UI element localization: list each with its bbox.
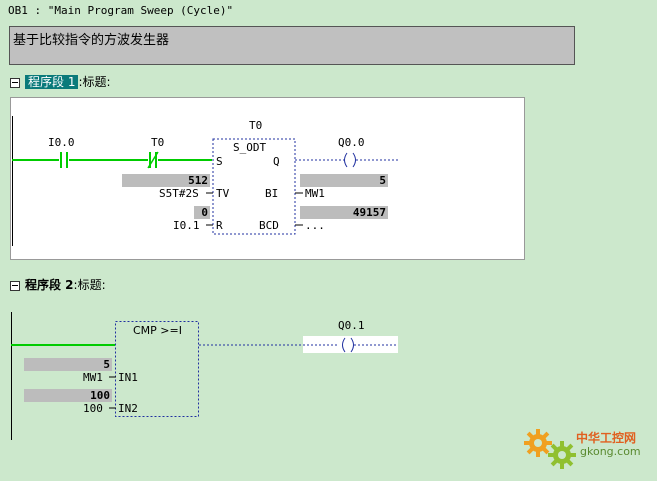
watermark-text: 中华工控网 (576, 431, 637, 445)
collapse-toggle-icon[interactable] (10, 280, 20, 291)
timer-bi-value: 5 (300, 174, 388, 187)
timer-bcd-value: 49157 (300, 206, 388, 219)
timer-pin-q: Q (273, 155, 280, 168)
network-1-wiring (12, 116, 399, 246)
timer-tv-operand[interactable]: S5T#2S (159, 187, 199, 200)
block-comment[interactable]: 基于比较指令的方波发生器 (9, 26, 575, 65)
network-1-panel[interactable]: I0.0 T0 T0 S_ODT S Q TV BI R BCD 512 S5T… (10, 97, 525, 260)
compare-in1-operand[interactable]: MW1 (83, 371, 103, 384)
network-2-title-suffix: :标题: (73, 278, 106, 292)
coil-q00-label[interactable]: Q0.0 (338, 136, 365, 149)
timer-bi-operand[interactable]: MW1 (305, 187, 325, 200)
compare-type: CMP >=I (133, 324, 182, 337)
network-2-header[interactable]: 程序段 2:标题: (10, 276, 106, 293)
timer-pin-s: S (216, 155, 223, 168)
watermark-logo: 中华工控网 gkong.com (520, 425, 650, 470)
timer-tv-value: 512 (122, 174, 210, 187)
block-header-title: OB1 : "Main Program Sweep (Cycle)" (8, 4, 234, 17)
timer-r-value: 0 (194, 206, 210, 219)
compare-in1-value: 5 (24, 358, 112, 371)
timer-pin-bcd: BCD (259, 219, 279, 232)
compare-in2-value: 100 (24, 389, 112, 402)
compare-pin-in2: IN2 (118, 402, 138, 415)
timer-r-operand[interactable]: I0.1 (173, 219, 200, 232)
timer-name[interactable]: T0 (249, 119, 263, 132)
contact-i00-label[interactable]: I0.0 (48, 136, 75, 149)
watermark-domain: gkong.com (580, 445, 641, 458)
timer-type: S_ODT (233, 141, 267, 154)
timer-pin-r: R (216, 219, 223, 232)
gear-icon (524, 429, 576, 469)
network-1-title-suffix: :标题: (78, 75, 111, 89)
timer-pin-bi: BI (265, 187, 279, 200)
network-2-label[interactable]: 程序段 2 (25, 278, 74, 292)
contact-t0-label[interactable]: T0 (151, 136, 165, 149)
compare-pin-in1: IN1 (118, 371, 138, 384)
network-1-label[interactable]: 程序段 1 (25, 75, 79, 89)
timer-bcd-operand[interactable]: ... (305, 219, 325, 232)
timer-pin-tv: TV (216, 187, 230, 200)
coil-q01-label[interactable]: Q0.1 (338, 319, 365, 332)
collapse-toggle-icon[interactable] (10, 77, 20, 88)
compare-in2-operand[interactable]: 100 (83, 402, 103, 415)
network-1-header[interactable]: 程序段 1:标题: (10, 73, 111, 90)
